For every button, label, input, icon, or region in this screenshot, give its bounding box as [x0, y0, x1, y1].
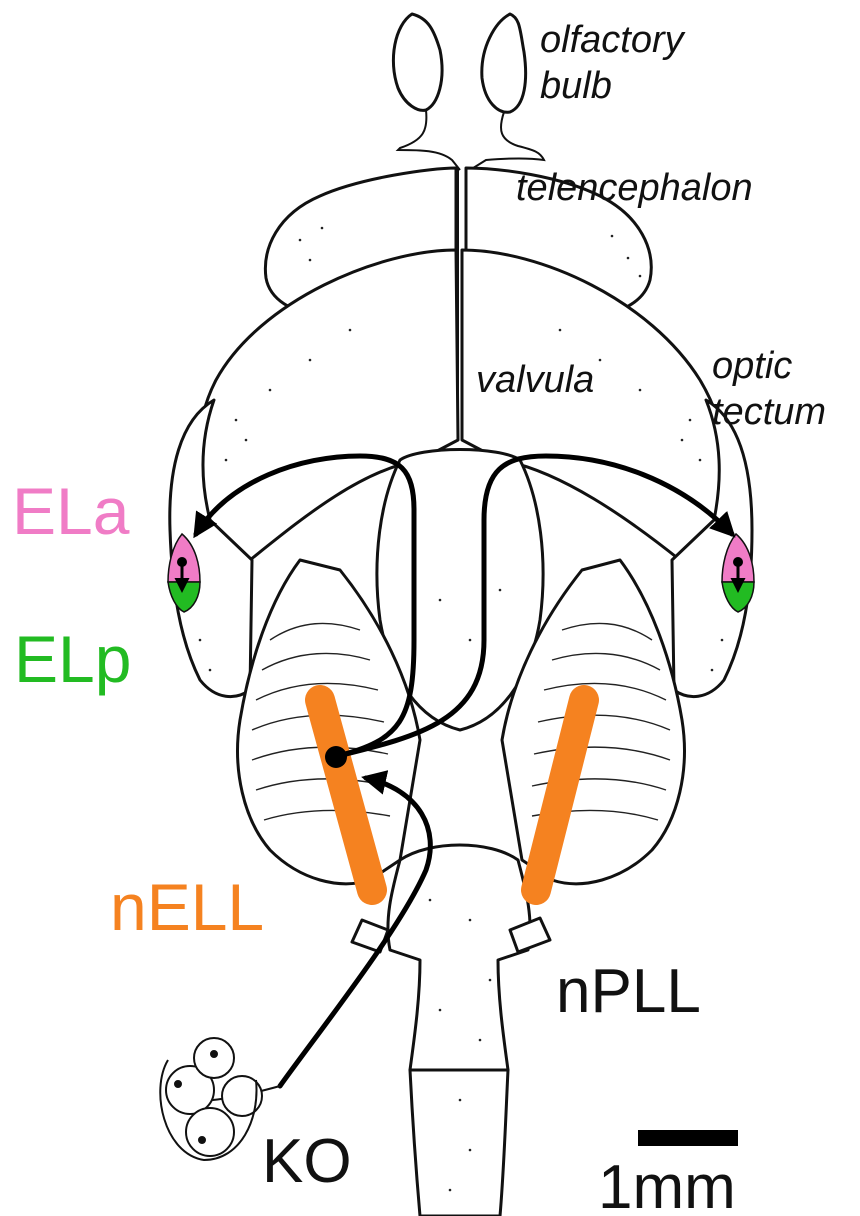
- ko-nucleus-2: [211, 1051, 217, 1057]
- label-bulb: bulb: [540, 65, 612, 107]
- ko-nucleus-1: [175, 1081, 181, 1087]
- scale-bar: [638, 1130, 738, 1146]
- label-olfactory: olfactory: [540, 19, 686, 61]
- ko-cell-4: [186, 1108, 234, 1156]
- olfactory-tract-left: [398, 110, 460, 170]
- label-elp: ELp: [14, 622, 131, 696]
- spinal-cord: [410, 1070, 508, 1216]
- ko-nucleus-3: [199, 1137, 205, 1143]
- olfactory-tract-right: [470, 112, 544, 170]
- label-ela: ELa: [12, 474, 130, 548]
- label-ko: KO: [262, 1127, 352, 1196]
- label-tectum: tectum: [712, 391, 826, 433]
- olfactory-bulb-right: [482, 14, 526, 112]
- label-nell: nELL: [110, 870, 264, 944]
- label-scale: 1mm: [598, 1153, 736, 1216]
- label-npll: nPLL: [556, 957, 701, 1026]
- nell-origin-dot: [325, 746, 347, 768]
- label-optic: optic: [712, 345, 792, 387]
- label-valvula: valvula: [476, 359, 594, 401]
- olfactory-bulb-left: [393, 14, 442, 110]
- label-telencephalon: telencephalon: [516, 167, 753, 209]
- hindbrain: [388, 845, 530, 1070]
